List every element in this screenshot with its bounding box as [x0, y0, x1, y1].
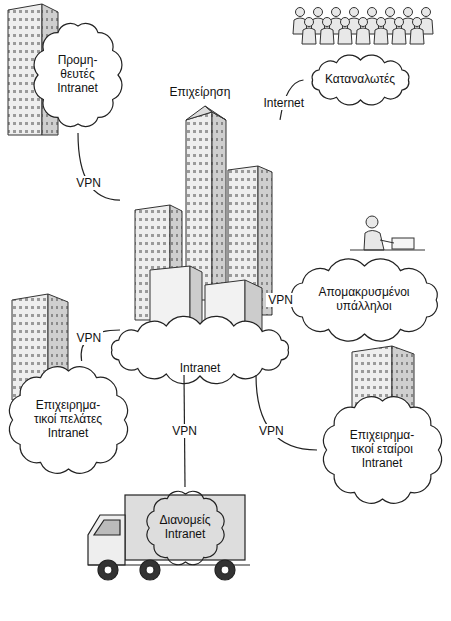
node-text-block: Καταναλωτές: [324, 72, 396, 86]
company-node: ΕπιχείρησηIntranet: [120, 85, 280, 375]
tower-side: [212, 112, 226, 300]
papers: [392, 238, 414, 249]
node-text: Απομακρυσμένοι υπάλληλοι: [309, 285, 419, 314]
node-text: Διανομείς: [159, 513, 212, 527]
person-head: [366, 216, 378, 228]
company-buildings: [135, 106, 272, 338]
node-text: Intranet: [159, 527, 212, 541]
node-text: Intranet: [340, 456, 424, 470]
remote-cloud: Απομακρυσμένοι υπάλληλοι: [281, 254, 448, 346]
distributor-cloud: ΔιανομείςIntranet: [142, 487, 229, 569]
truck-hub: [146, 566, 154, 574]
node-text: Intranet: [180, 361, 221, 375]
truck-cab: [88, 515, 125, 565]
client-cloud: Επιχειρημα- τικοί πελάτεςIntranet: [3, 361, 134, 479]
edge-label: VPN: [170, 424, 199, 438]
node-text: Καταναλωτές: [324, 72, 396, 86]
connector-line: [256, 375, 317, 450]
supplier-cloud: Προμη- θευτέςIntranet: [29, 17, 127, 133]
edge-label: VPN: [75, 331, 104, 345]
person-icon: [374, 18, 388, 45]
node-text: Προμη- θευτές: [49, 53, 107, 82]
person-icon: [356, 18, 370, 45]
tower-spire: [205, 106, 226, 120]
cloud-shape: [323, 397, 441, 503]
cloud-shape: [292, 259, 438, 341]
edge-label: VPN: [266, 293, 295, 307]
person-icon: [392, 18, 406, 45]
node-text-block: Απομακρυσμένοι υπάλληλοι: [309, 285, 419, 314]
node-text: Επιχειρημα- τικοί πελάτες: [26, 398, 110, 427]
truck-wheel: [215, 560, 235, 580]
truck-hub: [221, 566, 229, 574]
node-text: Επιχείρηση: [170, 85, 231, 99]
node-text: Επιχειρημα- τικοί εταίροι: [340, 428, 424, 457]
consumer-cloud: Καταναλωτές: [304, 51, 417, 109]
truck-wheel: [140, 560, 160, 580]
remote-worker: [350, 216, 425, 250]
edge-label: VPN: [74, 176, 103, 190]
person-icon: [302, 18, 316, 45]
truck-wheel: [98, 560, 118, 580]
person-icon: [410, 18, 424, 45]
node-text-block: ΔιανομείςIntranet: [159, 513, 212, 542]
truck-hub: [104, 566, 112, 574]
edge-label: Internet: [261, 96, 306, 110]
cloud-shape: [312, 55, 409, 105]
edge-label: VPN: [257, 424, 286, 438]
desk: [350, 250, 425, 251]
person-icon: [338, 18, 352, 45]
intranet-cloud: [112, 316, 289, 383]
node-text: Intranet: [26, 426, 110, 440]
truck: [88, 495, 250, 580]
consumer-crowd: [293, 8, 433, 45]
person-arm: [380, 240, 394, 243]
partner-cloud: Επιχειρημα- τικοί εταίροιIntranet: [317, 391, 448, 509]
truck-box: [125, 495, 245, 560]
node-text: Intranet: [49, 81, 107, 95]
cloud-shape: [34, 24, 122, 127]
person-icon: [320, 18, 334, 45]
cloud-shape: [146, 491, 223, 564]
truck-window: [94, 520, 120, 535]
node-text-block: Προμη- θευτέςIntranet: [49, 53, 107, 96]
node-text-block: Επιχειρημα- τικοί πελάτεςIntranet: [26, 398, 110, 441]
node-text-block: Επιχειρημα- τικοί εταίροιIntranet: [340, 428, 424, 471]
cloud-shape: [9, 367, 127, 473]
